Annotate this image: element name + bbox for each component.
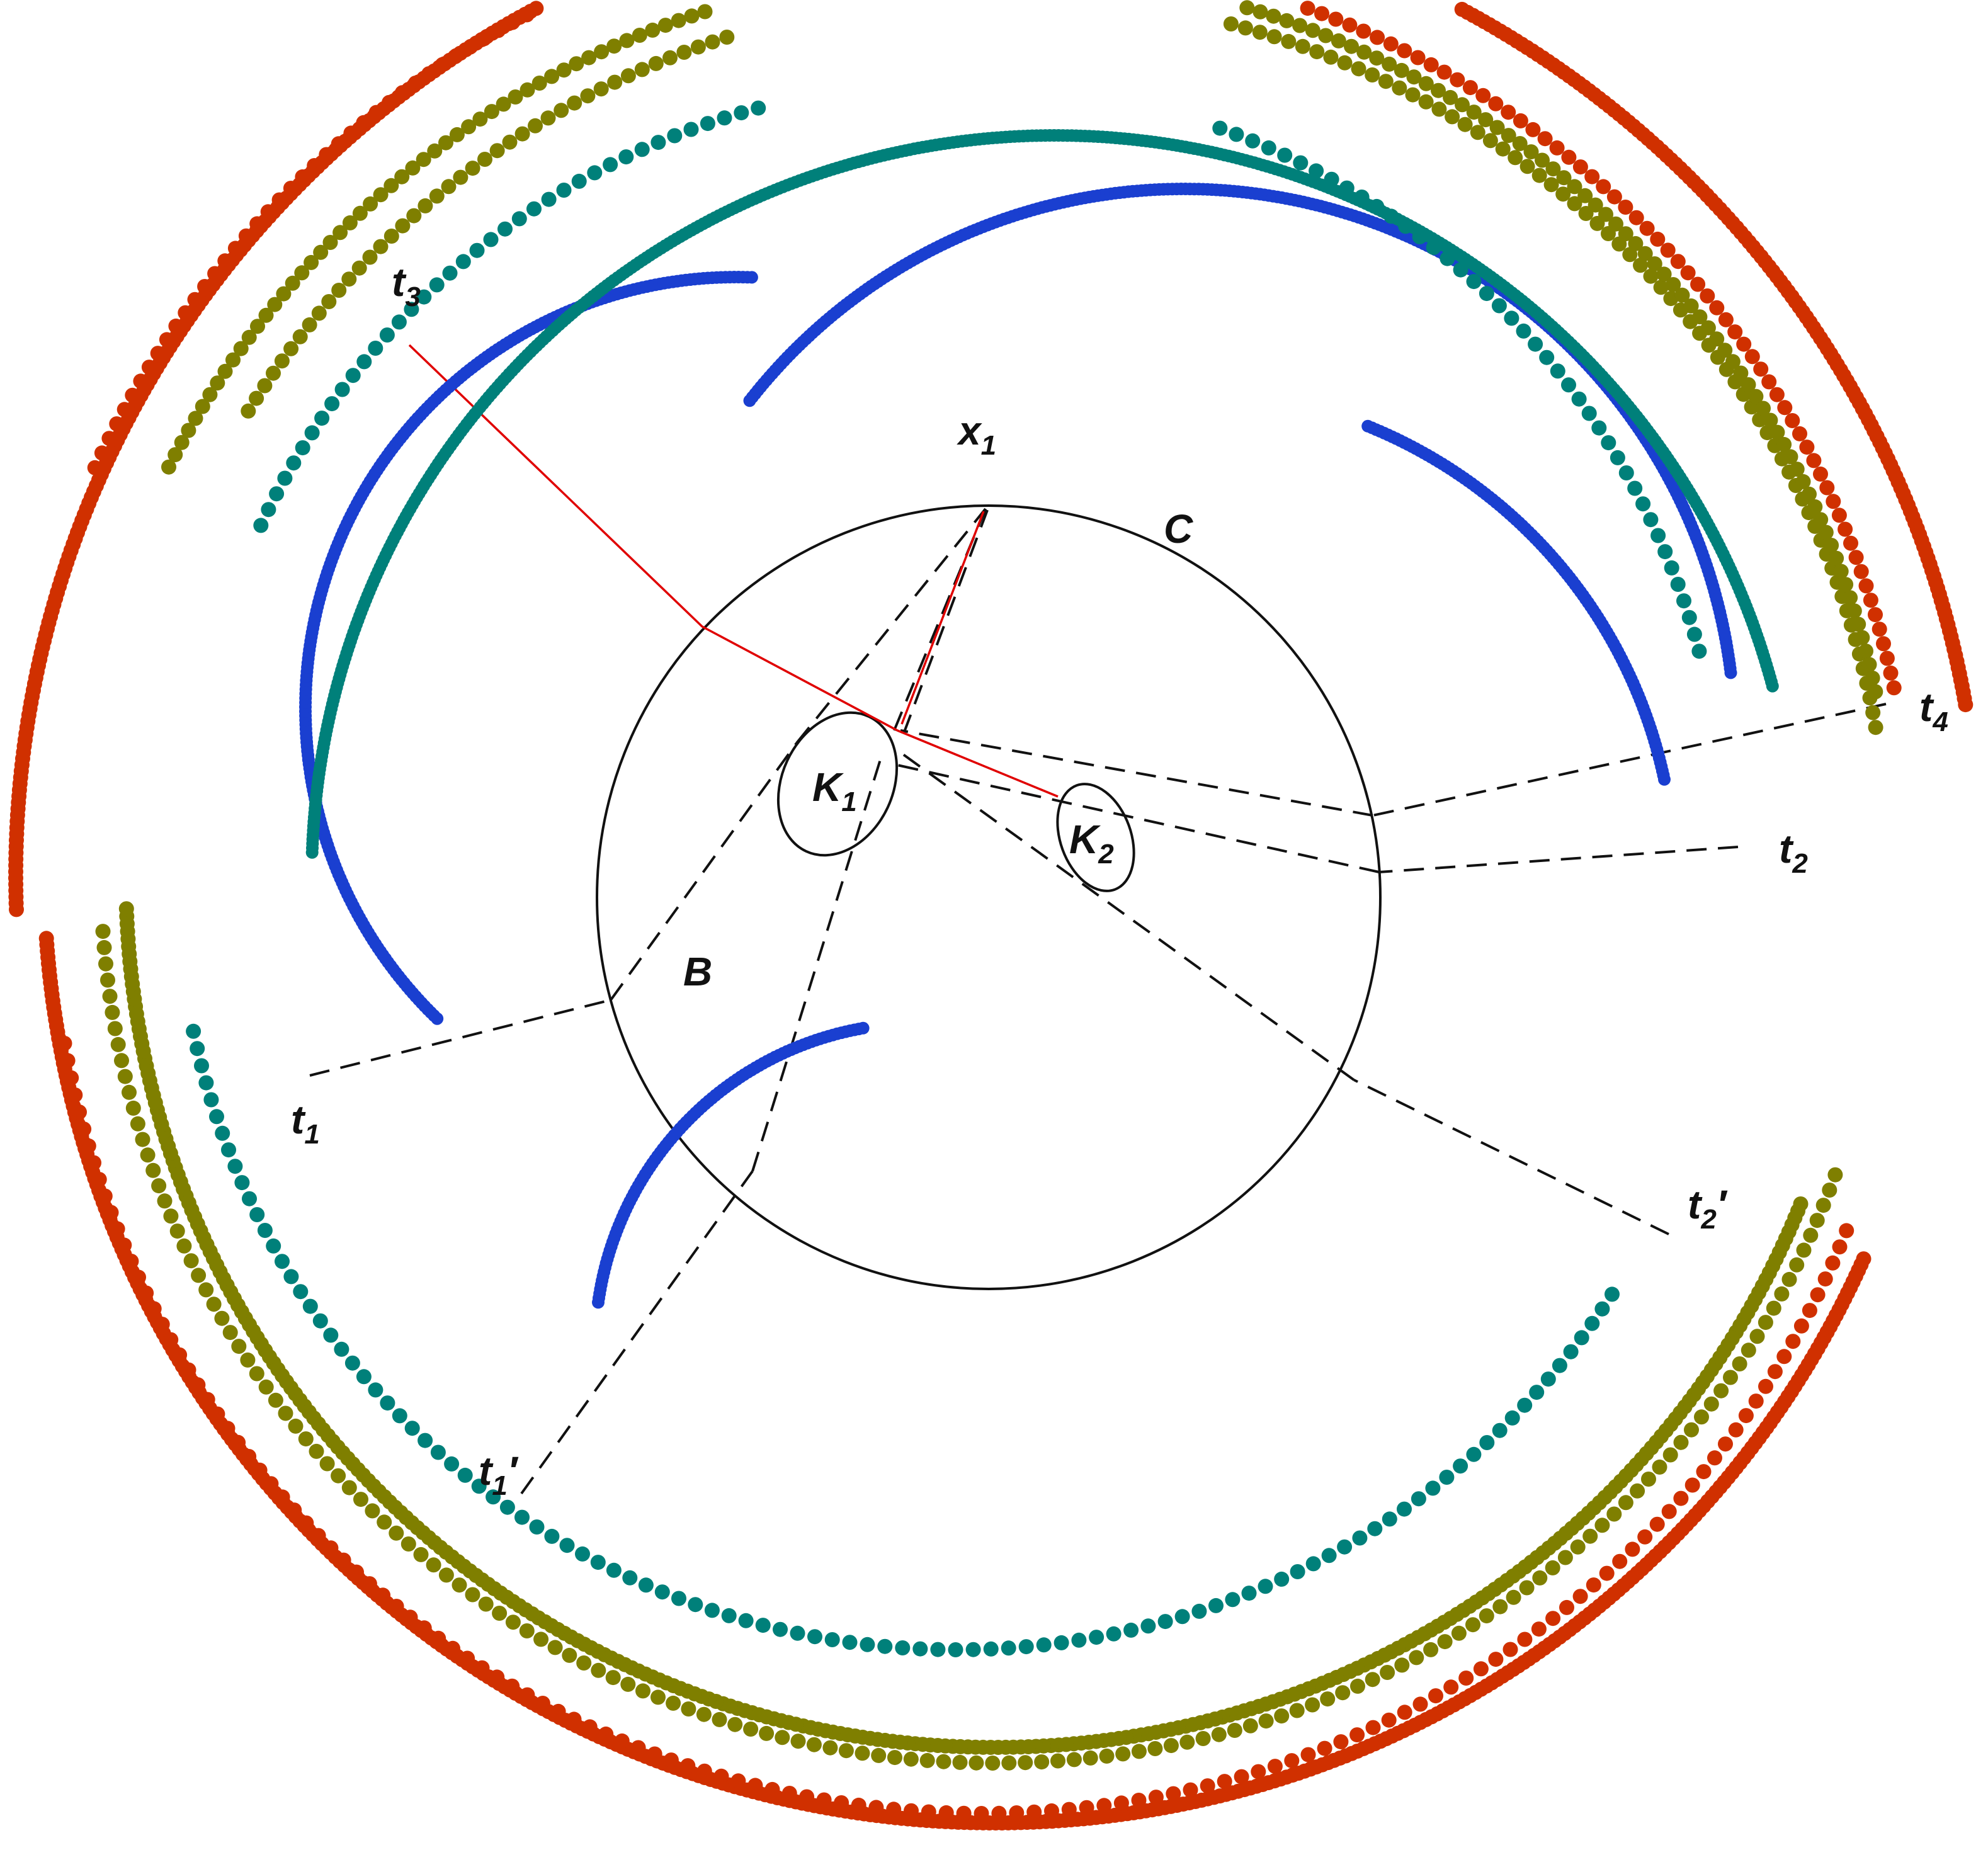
labels: x1 C B K1 K2 t1 t1′ t2 t2′ t3 t4 — [291, 259, 1948, 1501]
teal-arc-top — [253, 100, 766, 533]
olive-arc-top2 — [161, 4, 713, 475]
label-c: C — [1164, 506, 1193, 552]
dashed-line-k-t2 — [897, 764, 1380, 873]
label-k1: K1 — [812, 764, 857, 817]
label-k2: K2 — [1069, 817, 1114, 870]
blue-arc-left — [299, 271, 758, 1025]
red-arc-bottom2 — [57, 1036, 1855, 1821]
red-arc-outer — [8, 1, 1974, 917]
blue-arc-bottom — [592, 1021, 870, 1309]
teal-arc-right — [1212, 120, 1707, 659]
red-ray-path — [408, 344, 1059, 798]
red-arc-top — [87, 7, 535, 475]
dashed-line-k-mid — [899, 751, 1355, 1081]
label-b: B — [683, 949, 712, 994]
dashed-line-t2 — [1378, 846, 1739, 873]
dashed-line-t1 — [309, 999, 611, 1077]
label-t2-prime: t2′ — [1688, 1182, 1728, 1235]
obstacle-k1 — [776, 711, 899, 857]
blue-arc-lower — [1361, 419, 1671, 786]
construction-lines — [309, 508, 1887, 1495]
dashed-line-k1-x1-c — [902, 509, 989, 734]
dashed-line-t2-prime — [1353, 1079, 1669, 1235]
wavefront-layer — [8, 0, 1974, 1830]
label-t4: t4 — [1919, 684, 1948, 737]
teal-arc-bottom — [186, 1023, 1620, 1657]
obstacle-k2 — [1056, 783, 1135, 892]
red-arc-right — [1300, 1, 1902, 696]
red-ray-x1 — [900, 511, 985, 725]
label-t1: t1 — [291, 1097, 320, 1150]
teal-arc-main — [305, 129, 1779, 859]
label-t2: t2 — [1779, 826, 1808, 879]
dashed-line-k1-low — [751, 755, 883, 1172]
dashed-line-t4 — [1372, 703, 1887, 817]
olive-arc-bottom — [118, 901, 1809, 1755]
dashed-line-b-k1 — [610, 742, 798, 1001]
label-t1-prime: t1′ — [479, 1448, 519, 1501]
label-x1: x1 — [957, 408, 996, 461]
red-arc-bottom — [38, 931, 1872, 1830]
olive-arc-top — [241, 30, 735, 419]
dashed-line-k-t4 — [900, 729, 1373, 817]
dashed-line-t1-prime — [520, 1170, 754, 1495]
label-t3: t3 — [392, 259, 421, 312]
circle-c — [596, 504, 1382, 1290]
olive-arc-right2 — [1239, 0, 1883, 700]
dashed-line-k1-x1 — [795, 508, 987, 744]
olive-arc-bottom2 — [95, 924, 1843, 1771]
